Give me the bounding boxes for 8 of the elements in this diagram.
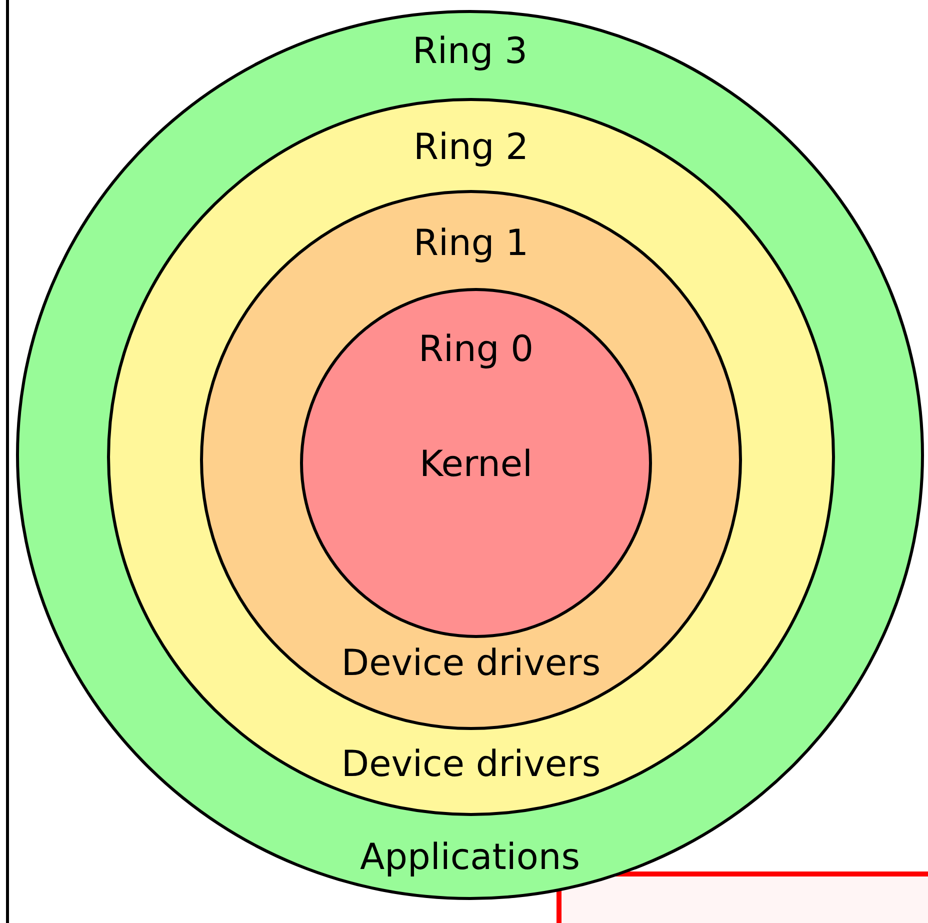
ring-description: Device drivers xyxy=(341,644,601,684)
ring-label: Ring 3 xyxy=(412,32,528,72)
ring-label: Ring 0 xyxy=(418,330,534,370)
ring-label: Ring 1 xyxy=(413,224,529,264)
ring-description: Applications xyxy=(360,838,580,878)
ring-description: Device drivers xyxy=(341,745,601,785)
ring-label: Ring 2 xyxy=(413,128,529,168)
ring-description: Kernel xyxy=(419,445,533,485)
